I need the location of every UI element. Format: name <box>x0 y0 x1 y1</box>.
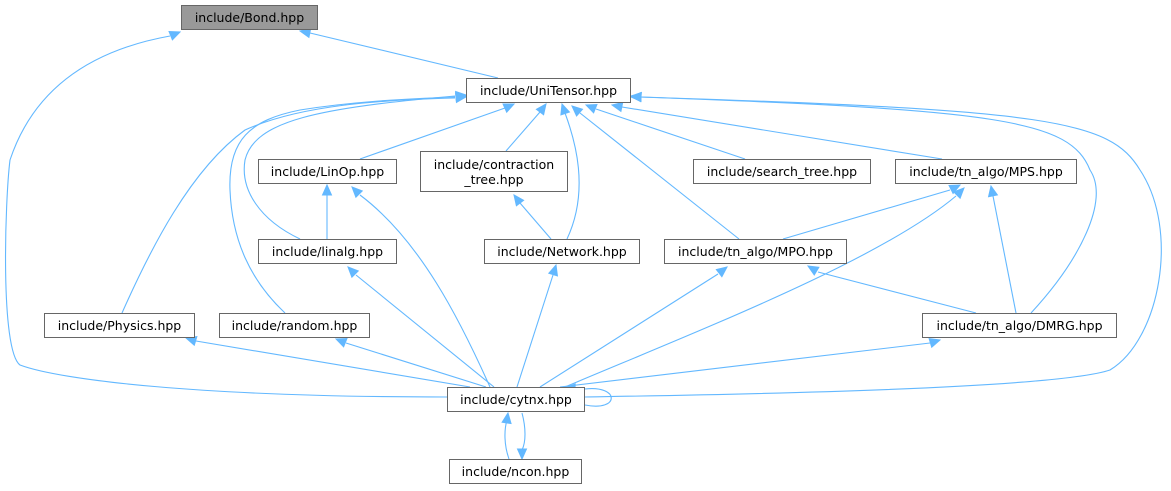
edge-linalg-to-linop <box>321 183 333 239</box>
node-mps[interactable]: include/tn_algo/MPS.hpp <box>895 159 1077 184</box>
edge-mps-to-unitensor <box>610 101 943 160</box>
edge-arrowhead-icon <box>584 104 598 114</box>
edge-unitensor-to-bond <box>298 27 499 79</box>
edge-line <box>621 106 943 160</box>
edge-line <box>595 108 746 160</box>
edge-arrowhead-icon <box>334 338 348 348</box>
edge-line <box>584 96 1162 398</box>
edge-linop-to-unitensor <box>359 103 516 160</box>
edge-line <box>559 342 931 388</box>
edge-arrowhead-icon <box>501 411 512 425</box>
edge-line <box>229 96 456 314</box>
edge-dmrg-to-mps <box>987 184 1017 314</box>
edge-line <box>309 32 499 79</box>
edge-arrowhead-icon <box>571 105 584 117</box>
edge-cytnx-to-linalg <box>347 266 495 388</box>
edge-mpo-to-unitensor <box>571 105 740 240</box>
edge-arrowhead-icon <box>629 91 643 103</box>
edge-line <box>992 195 1017 314</box>
edge-line <box>504 419 510 460</box>
node-search-tree[interactable]: include/search_tree.hpp <box>693 159 871 184</box>
edge-line <box>521 412 526 451</box>
edge-line <box>359 194 491 388</box>
edge-arrowhead-icon <box>321 183 333 196</box>
edge-dmrg-to-unitensor <box>629 91 1097 314</box>
edge-cytnx-to-ncon <box>516 412 528 461</box>
node-physics[interactable]: include/Physics.hpp <box>44 313 195 338</box>
edge-line <box>782 189 951 240</box>
edge-arrowhead-icon <box>952 187 965 200</box>
edge-physics-to-unitensor <box>121 92 468 314</box>
edge-line <box>4 35 448 398</box>
edge-cytnx-to-dmrg <box>559 337 942 388</box>
edge-cytnx-to-mpo <box>539 266 728 388</box>
edge-line <box>817 271 977 314</box>
edge-arrowhead-icon <box>547 263 559 277</box>
edge-line <box>579 112 740 240</box>
edge-arrowhead-icon <box>455 91 468 103</box>
edge-cytnx-to-linop <box>351 186 491 388</box>
node-unitensor[interactable]: include/UniTensor.hpp <box>466 78 631 103</box>
node-dmrg[interactable]: include/tn_algo/DMRG.hpp <box>922 313 1117 338</box>
node-linalg[interactable]: include/linalg.hpp <box>258 239 397 264</box>
node-ncon[interactable]: include/ncon.hpp <box>449 459 582 484</box>
edge-arrowhead-icon <box>168 31 182 41</box>
edge-arrowhead-icon <box>351 186 364 199</box>
edge-arrowhead-icon <box>948 184 962 195</box>
edge-line <box>345 342 487 388</box>
edge-line <box>539 273 719 388</box>
edge-cytnx-to-unitensor <box>584 91 1162 398</box>
edge-contraction_tree-to-unitensor <box>505 103 547 152</box>
edge-arrowhead-icon <box>516 448 528 461</box>
edge-line <box>359 107 506 160</box>
edges-layer <box>4 27 1162 461</box>
edge-cytnx-to-network <box>516 263 559 388</box>
edge-line <box>505 111 541 152</box>
edge-ncon-to-cytnx <box>501 411 512 460</box>
edge-line <box>355 274 495 388</box>
edge-line <box>584 388 612 407</box>
edge-search_tree-to-unitensor <box>584 104 746 160</box>
edge-cytnx-to-mps <box>564 187 965 388</box>
node-network[interactable]: include/Network.hpp <box>484 239 640 264</box>
edge-mpo-to-mps <box>782 184 962 240</box>
node-mpo[interactable]: include/tn_algo/MPO.hpp <box>664 239 847 264</box>
edge-line <box>639 96 1097 314</box>
node-cytnx[interactable]: include/cytnx.hpp <box>447 387 585 412</box>
node-linop[interactable]: include/LinOp.hpp <box>258 159 397 184</box>
edge-arrowhead-icon <box>928 337 942 349</box>
edge-network-to-contraction_tree <box>513 194 552 240</box>
edge-cytnx-to-physics <box>184 335 471 388</box>
edge-arrowhead-icon <box>715 266 728 278</box>
edge-arrowhead-icon <box>610 101 624 113</box>
node-random[interactable]: include/random.hpp <box>219 313 370 338</box>
edge-line <box>121 97 456 314</box>
edge-line <box>243 95 456 240</box>
edge-line <box>195 340 471 388</box>
edge-random-to-unitensor <box>229 91 468 314</box>
edge-network-to-unitensor <box>560 102 580 240</box>
edge-line <box>564 112 580 240</box>
edge-arrowhead-icon <box>513 194 525 207</box>
edge-arrowhead-icon <box>502 103 516 114</box>
edge-line <box>519 202 552 240</box>
node-contraction-tree[interactable]: include/contraction _tree.hpp <box>420 151 568 192</box>
edge-arrowhead-icon <box>806 265 820 276</box>
edge-line <box>564 195 957 388</box>
edge-cytnx-to-bond <box>4 31 448 398</box>
edge-arrowhead-icon <box>347 266 360 279</box>
edge-line <box>516 274 554 388</box>
node-bond[interactable]: include/Bond.hpp <box>181 5 318 30</box>
edge-arrowhead-icon <box>560 102 571 116</box>
edge-dmrg-to-mpo <box>806 265 977 314</box>
edge-arrowhead-icon <box>987 184 999 198</box>
edge-arrowhead-icon <box>535 103 547 116</box>
edge-cytnx-to-random <box>334 338 487 388</box>
